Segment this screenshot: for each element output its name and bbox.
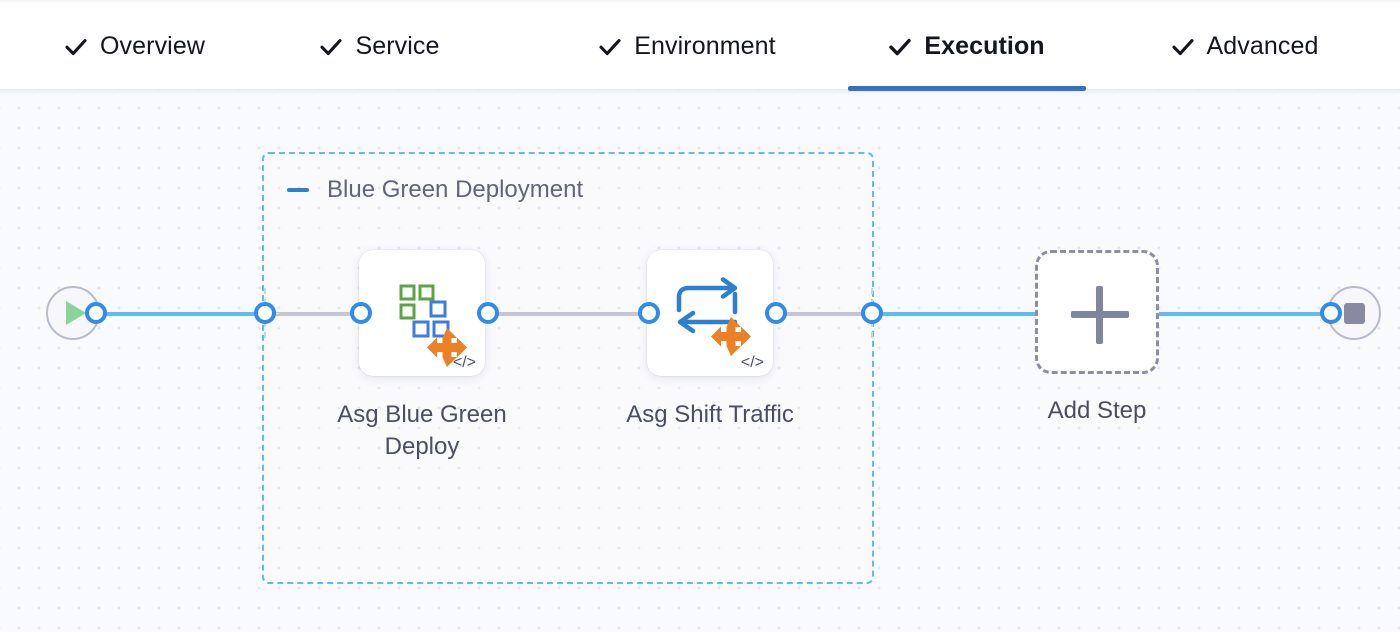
edge-step2-to-group-exit (782, 312, 874, 316)
tab-active-underline (848, 86, 1086, 91)
check-icon (1171, 36, 1194, 58)
port-step2-input[interactable] (638, 302, 660, 324)
stop-icon (1343, 302, 1365, 324)
add-step-button[interactable] (1035, 250, 1159, 374)
code-badge-icon: </> (452, 354, 476, 371)
tab-overview[interactable]: Overview (20, 2, 250, 91)
check-icon (599, 36, 621, 58)
step-node-label-asg-blue-green-deploy: Asg Blue Green Deploy (337, 401, 507, 460)
tab-label: Overview (100, 32, 205, 60)
check-icon (65, 36, 87, 58)
asg-shift-traffic-icon (676, 277, 751, 356)
add-step-label: Add Step (1047, 397, 1147, 424)
edge-group-to-add-step (880, 312, 1038, 316)
port-step1-output[interactable] (477, 302, 499, 324)
step-node-label-asg-shift-traffic: Asg Shift Traffic (626, 401, 794, 428)
code-badge-icon: </> (740, 354, 764, 371)
stage-group-title: Blue Green Deployment (327, 176, 584, 203)
stage-group-header[interactable]: Blue Green Deployment (285, 177, 583, 203)
stage-group-box[interactable] (262, 152, 874, 584)
port-end-input[interactable] (1320, 302, 1342, 324)
port-group-input[interactable] (254, 302, 276, 324)
edge-start-to-group (95, 312, 271, 316)
step-node-asg-shift-traffic[interactable]: </> (647, 250, 773, 376)
port-step2-output[interactable] (765, 302, 787, 324)
tab-advanced[interactable]: Advanced (1130, 2, 1360, 91)
step-node-asg-blue-green-deploy[interactable]: </> (359, 250, 485, 376)
port-step1-input[interactable] (350, 302, 372, 324)
tab-label: Environment (634, 32, 776, 60)
pipeline-canvas[interactable]: Blue Green Deployment (0, 89, 1400, 632)
tab-label: Execution (924, 32, 1045, 60)
check-icon (320, 36, 343, 58)
minus-icon[interactable] (285, 177, 311, 203)
tab-execution[interactable]: Execution (848, 2, 1086, 91)
pipeline-tab-bar: Overview Service Environment Execution (0, 0, 1400, 95)
port-start-output[interactable] (85, 302, 107, 324)
port-group-output[interactable] (861, 302, 883, 324)
tab-label: Service (355, 32, 440, 60)
edge-add-step-to-end (1157, 312, 1334, 316)
check-icon (889, 36, 912, 58)
plus-icon-vertical (1096, 286, 1103, 344)
edge-group-entry (274, 312, 366, 316)
tab-service[interactable]: Service (280, 2, 480, 91)
tab-environment[interactable]: Environment (555, 2, 820, 91)
asg-blue-green-deploy-icon (399, 284, 467, 367)
play-icon (66, 301, 86, 325)
tab-label: Advanced (1206, 32, 1319, 60)
edge-step1-to-step2 (494, 312, 652, 316)
